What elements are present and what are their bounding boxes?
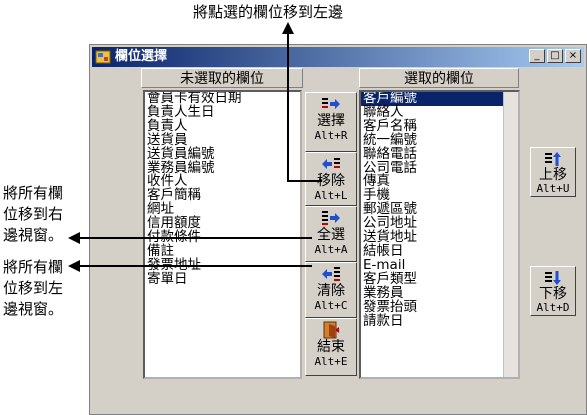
close-button[interactable]: × (565, 49, 581, 63)
unselected-list-item[interactable]: 網址 (147, 201, 174, 218)
selected-list-item[interactable]: 業務員 (363, 284, 404, 301)
remove-button[interactable]: 移除 Alt+L (305, 152, 357, 206)
arrow-clear-head (68, 260, 80, 272)
unselected-list-item[interactable]: 發票地址 (147, 256, 201, 273)
unselected-list-item[interactable]: 收件人 (147, 173, 188, 190)
unselected-list-item[interactable]: 送貨員編號 (147, 145, 215, 162)
maximize-button[interactable]: □ (547, 49, 563, 63)
unselected-header: 未選取的欄位 (141, 68, 303, 88)
end-button[interactable]: 結束 Alt+E (305, 318, 357, 376)
app-icon (95, 49, 111, 65)
unselected-list-item[interactable]: 會員卡有效日期 (147, 90, 242, 106)
exit-door-icon (306, 321, 356, 339)
unselected-list-item[interactable]: 負責人 (147, 117, 188, 134)
selected-list-scrollbar[interactable] (503, 92, 518, 377)
selected-list-item[interactable]: 公司電話 (363, 159, 417, 176)
arrow-to-remove (287, 30, 322, 182)
unselected-list-item[interactable]: 業務員編號 (147, 159, 215, 176)
selected-header: 選取的欄位 (359, 68, 519, 88)
selected-list-item[interactable]: 郵遞區號 (363, 201, 417, 218)
action-buttons: 選擇 Alt+R 移除 Alt+L 全選 Alt+A 清除 Alt+C 結束 A… (305, 66, 357, 376)
top-annotation: 將點選的欄位移到左邊 (193, 3, 344, 21)
unselected-list-item[interactable]: 寄單日 (147, 270, 188, 287)
select-arrow-icon (306, 95, 356, 113)
select-all-button[interactable]: 全選 Alt+A (305, 206, 357, 262)
minimize-button[interactable]: _ (529, 49, 545, 63)
window-title: 欄位選擇 (115, 49, 168, 64)
selected-list-item[interactable]: 手機 (363, 187, 390, 204)
move-down-icon (531, 269, 575, 287)
selected-list-item[interactable]: 聯絡電話 (363, 145, 417, 162)
unselected-list-item[interactable]: 負責人生日 (147, 103, 215, 120)
selected-list-item[interactable]: 結帳日 (363, 242, 404, 259)
selected-list[interactable]: 客戶編號聯絡人客戶名稱統一編號聯絡電話公司電話傳真手機郵遞區號公司地址送貨地址結… (359, 90, 520, 379)
unselected-list[interactable]: 會員卡有效日期負責人生日負責人送貨員送貨員編號業務員編號收件人客戶簡稱網址信用額… (143, 90, 302, 379)
select-button[interactable]: 選擇 Alt+R (305, 92, 357, 152)
arrow-select-all-head (68, 232, 80, 244)
selected-list-item[interactable]: 客戶名稱 (363, 117, 417, 134)
left-annotation-clear: 將所有欄位移到左邊視窗。 (3, 258, 64, 318)
selected-list-item[interactable]: 公司地址 (363, 215, 417, 232)
arrow-to-remove-head (282, 22, 294, 34)
selected-list-item[interactable]: 客戶類型 (363, 270, 417, 287)
unselected-list-item[interactable]: 送貨員 (147, 131, 188, 148)
selected-list-item[interactable]: 客戶編號 (361, 92, 504, 106)
selected-list-item[interactable]: 發票抬頭 (363, 298, 417, 315)
remove-arrow-icon (306, 155, 356, 173)
unselected-list-item[interactable]: 客戶簡稱 (147, 187, 201, 204)
title-bar[interactable]: 欄位選擇 _ □ × (92, 47, 584, 67)
selected-list-item[interactable]: 傳真 (363, 173, 390, 190)
selected-list-item[interactable]: 送貨地址 (363, 229, 417, 246)
move-up-icon (531, 150, 575, 168)
selected-list-item[interactable]: 聯絡人 (363, 103, 404, 120)
select-all-icon (306, 209, 356, 227)
unselected-list-item[interactable]: 備註 (147, 242, 174, 259)
clear-icon (306, 265, 356, 283)
move-down-button[interactable]: 下移 Alt+D (530, 266, 576, 316)
selected-list-item[interactable]: 統一編號 (363, 131, 417, 148)
unselected-list-item[interactable]: 信用額度 (147, 215, 201, 232)
move-up-button[interactable]: 上移 Alt+U (530, 147, 576, 197)
left-annotation-select-all: 將所有欄位移到右邊視窗。 (3, 184, 64, 244)
selected-list-item[interactable]: E-mail (363, 256, 406, 273)
clear-button[interactable]: 清除 Alt+C (305, 262, 357, 318)
selected-list-item[interactable]: 請款日 (363, 312, 404, 329)
